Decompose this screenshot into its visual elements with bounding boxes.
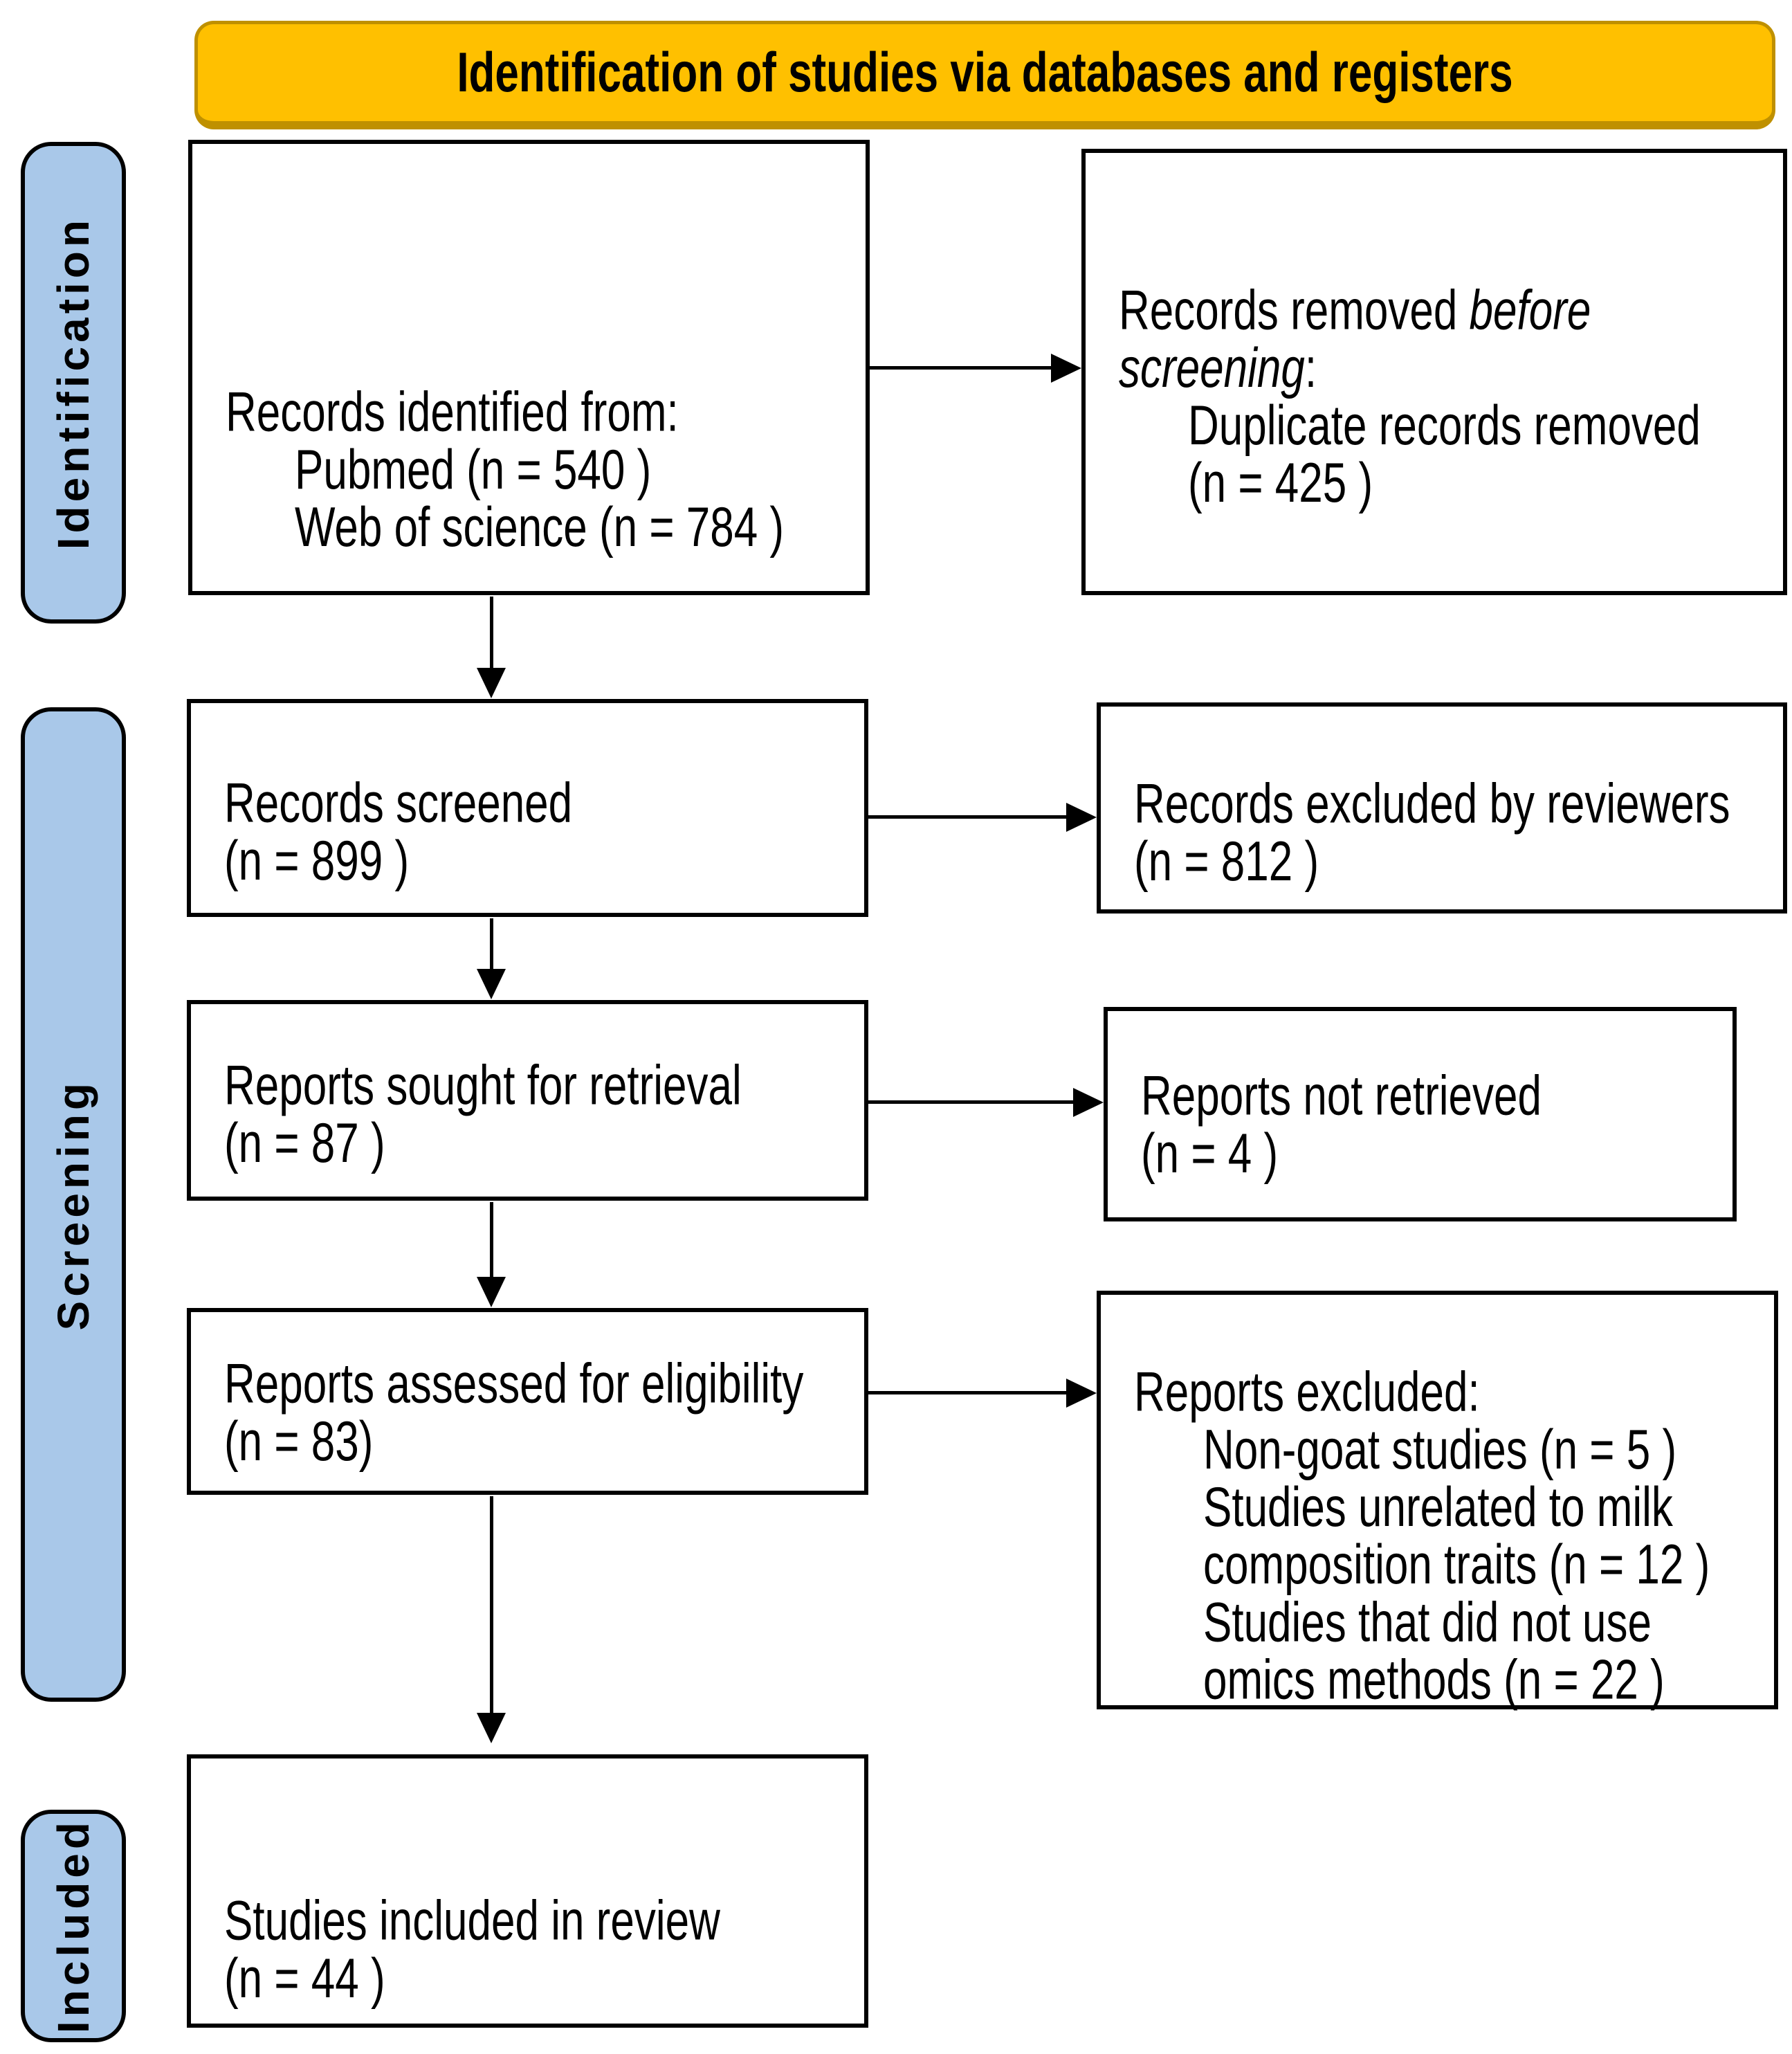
arrow-shaft <box>490 1202 493 1278</box>
arrow-head <box>1073 1088 1104 1117</box>
text-line: (n = 4 ) <box>1141 1123 1279 1185</box>
banner-title: Identification of studies via databases … <box>457 42 1513 104</box>
arrow-head <box>477 1713 506 1743</box>
text-line: Records excluded by reviewers <box>1134 773 1730 835</box>
banner: Identification of studies via databases … <box>194 21 1775 129</box>
arrow-shaft <box>868 815 1066 819</box>
text-line: Reports not retrieved <box>1141 1065 1542 1127</box>
box-records-excluded-by-reviewers: Records excluded by reviewers (n = 812 ) <box>1097 702 1787 914</box>
box-text: Reports sought for retrieval (n = 87 ) <box>224 1057 850 1172</box>
stage-label-identification: Identification <box>21 142 126 624</box>
box-records-removed-before-screening: Records removed before screening: Duplic… <box>1081 149 1787 595</box>
text-line: Reports sought for retrieval <box>224 1055 742 1117</box>
text-line: Records identified from: <box>226 381 679 444</box>
text-line: (n = 899 ) <box>224 830 410 892</box>
text-line: (n = 87 ) <box>224 1112 385 1174</box>
arrow-head <box>477 969 506 999</box>
text-line: Records screened <box>224 772 573 835</box>
text-line: (n = 812 ) <box>1134 830 1319 893</box>
text-line: screening: <box>1119 337 1317 399</box>
arrow-head <box>1066 803 1097 832</box>
stage-label-text: Screening <box>48 1078 98 1331</box>
arrow-shaft <box>868 1391 1066 1394</box>
text-line: Duplicate records removed <box>1188 394 1701 457</box>
text-line: Pubmed (n = 540 ) <box>295 439 652 501</box>
arrow-shaft <box>490 1496 493 1714</box>
box-reports-assessed-for-eligibility: Reports assessed for eligibility (n = 83… <box>187 1308 868 1495</box>
arrow-head <box>477 668 506 698</box>
box-records-screened: Records screened (n = 899 ) <box>187 699 868 917</box>
arrow-shaft <box>490 597 493 669</box>
stage-label-screening: Screening <box>21 707 126 1702</box>
arrow-head <box>1051 354 1081 383</box>
text-line: (n = 83) <box>224 1410 374 1473</box>
arrow-shaft <box>490 918 493 970</box>
text-line: composition traits (n = 12 ) <box>1203 1534 1710 1597</box>
text-line: Studies included in review <box>224 1890 720 1952</box>
arrow-head <box>477 1277 506 1307</box>
text-line: (n = 44 ) <box>224 1947 385 2010</box>
box-text: Records removed before screening: Duplic… <box>1119 282 1769 513</box>
text-line: Web of science (n = 784 ) <box>295 496 785 559</box>
arrow-shaft <box>870 366 1051 370</box>
text-line: Records removed before <box>1119 280 1591 342</box>
text-line: Studies that did not use <box>1203 1591 1652 1654</box>
text-line: Reports assessed for eligibility <box>224 1353 804 1415</box>
text-line: (n = 425 ) <box>1188 452 1373 515</box>
box-text: Reports excluded: Non-goat studies (n = … <box>1134 1361 1760 1711</box>
stage-label-text: Included <box>48 1818 98 2034</box>
text-line: Non-goat studies (n = 5 ) <box>1203 1419 1677 1481</box>
box-reports-excluded: Reports excluded: Non-goat studies (n = … <box>1097 1291 1778 1709</box>
box-text: Reports not retrieved (n = 4 ) <box>1141 1065 1719 1185</box>
stage-label-included: Included <box>21 1810 126 2042</box>
box-records-identified: Records identified from: Pubmed (n = 540… <box>188 140 870 595</box>
box-text: Records screened (n = 899 ) <box>224 772 850 892</box>
text-line: Studies unrelated to milk <box>1203 1476 1673 1539</box>
box-studies-included-in-review: Studies included in review (n = 44 ) <box>187 1754 868 2028</box>
stage-label-text: Identification <box>48 215 98 550</box>
arrow-head <box>1066 1379 1097 1408</box>
box-text: Records identified from: Pubmed (n = 540… <box>226 381 852 559</box>
text-line: Reports excluded: <box>1134 1361 1480 1424</box>
arrow-shaft <box>868 1100 1073 1104</box>
box-text: Records excluded by reviewers (n = 812 ) <box>1134 773 1769 893</box>
box-text: Reports assessed for eligibility (n = 83… <box>224 1353 850 1473</box>
box-reports-not-retrieved: Reports not retrieved (n = 4 ) <box>1104 1007 1737 1221</box>
text-line: omics methods (n = 22 ) <box>1203 1649 1665 1711</box>
box-reports-sought-for-retrieval: Reports sought for retrieval (n = 87 ) <box>187 1000 868 1201</box>
box-text: Studies included in review (n = 44 ) <box>224 1890 850 2010</box>
